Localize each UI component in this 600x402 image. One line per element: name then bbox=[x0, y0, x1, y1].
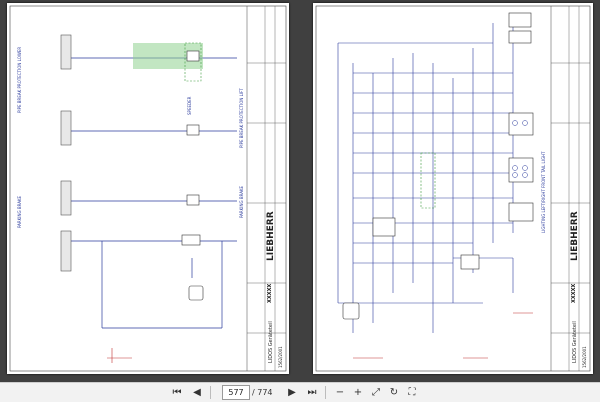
schematic-page-left: PIPE BREAK PROTECTION LOWER SPEEDER PARK… bbox=[7, 3, 289, 374]
brand-logo-right: LIEBHERR bbox=[570, 211, 580, 261]
zoom-in-icon[interactable]: + bbox=[353, 387, 363, 398]
toolbar-divider bbox=[325, 386, 326, 399]
model-label-right: XXXXX bbox=[571, 284, 577, 303]
page-count: / 774 bbox=[252, 385, 273, 400]
sheet-label-right: 1562/2001 bbox=[582, 346, 587, 368]
page-number-input[interactable] bbox=[222, 385, 250, 400]
model-label-left: XXXXX bbox=[267, 284, 273, 303]
speeder-label: SPEEDER bbox=[187, 96, 192, 115]
previous-page-icon[interactable]: ◀ bbox=[193, 387, 201, 398]
rotate-icon[interactable]: ↻ bbox=[389, 387, 399, 398]
viewer-toolbar: ⏮ ◀ / 774 ▶ ⏭ − + ⤢ ↻ ⛶ bbox=[0, 382, 600, 402]
first-page-icon[interactable]: ⏮ bbox=[172, 387, 182, 398]
right-schematic-drawing: LIGHTING LEFT/RIGHT FRONT TAIL LIGHT LIE… bbox=[315, 5, 591, 372]
fit-page-icon[interactable]: ⤢ bbox=[372, 387, 380, 398]
pipe-brake-right-label: PIPE BREAK PROTECTION LIFT bbox=[239, 88, 244, 148]
fullscreen-icon[interactable]: ⛶ bbox=[408, 387, 416, 398]
subtitle-label-right: LIDOS Geräteteil bbox=[572, 321, 578, 363]
page-separator: / bbox=[252, 388, 255, 397]
total-pages: 774 bbox=[257, 388, 273, 397]
last-page-icon[interactable]: ⏭ bbox=[307, 387, 317, 398]
toolbar-divider bbox=[210, 386, 211, 399]
lights-title-label: LIGHTING LEFT/RIGHT FRONT TAIL LIGHT bbox=[541, 151, 546, 233]
zoom-out-icon[interactable]: − bbox=[335, 387, 345, 398]
sheet-label-left: 1562/2001 bbox=[278, 346, 283, 368]
parking-brake-right-label: PARKING BRAKE bbox=[239, 185, 244, 218]
subtitle-label-left: LIDOS Geräteteil bbox=[268, 321, 274, 363]
schematic-page-right: LIGHTING LEFT/RIGHT FRONT TAIL LIGHT LIE… bbox=[313, 3, 593, 374]
next-page-icon[interactable]: ▶ bbox=[288, 387, 296, 398]
pipe-brake-label: PIPE BREAK PROTECTION LOWER bbox=[17, 47, 22, 113]
parking-brake-label: PARKING BRAKE bbox=[17, 195, 22, 228]
left-schematic-drawing: PIPE BREAK PROTECTION LOWER SPEEDER PARK… bbox=[9, 5, 287, 372]
brand-logo-left: LIEBHERR bbox=[266, 211, 276, 261]
